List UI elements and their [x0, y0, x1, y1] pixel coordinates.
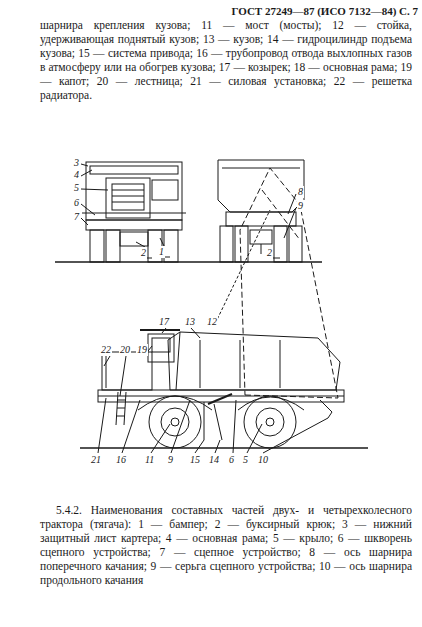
callout-number: 6: [73, 197, 80, 209]
callout-number: 3: [73, 157, 80, 169]
callout-number: 2: [140, 247, 147, 259]
callout-number: 22: [100, 344, 112, 356]
callout-number: 21: [90, 454, 102, 466]
callout-number: 17: [158, 316, 170, 328]
callout-number: 14: [208, 454, 220, 466]
callout-number: 16: [115, 454, 127, 466]
callout-number: 15: [189, 454, 201, 466]
callout-number: 5: [242, 454, 249, 466]
text-paragraph: 5.4.2. Наименования составных частей дву…: [40, 503, 412, 587]
callout-number: 5: [73, 182, 80, 194]
callout-number: 19: [136, 344, 148, 356]
callout-number: 1: [158, 246, 165, 258]
callout-number: 2: [266, 247, 273, 259]
callout-number: 4: [73, 169, 80, 181]
callout-number: 20: [119, 344, 131, 356]
text-paragraph: шарнира крепления кузова; 11 — мост (мос…: [40, 18, 412, 102]
callout-number: 12: [206, 316, 218, 328]
callout-number: 10: [257, 454, 269, 466]
callout-number: 13: [184, 316, 196, 328]
page-header: ГОСТ 27249—87 (ИСО 7132—84) С. 7: [231, 5, 418, 17]
callout-number: 9: [167, 454, 174, 466]
side-view: [80, 168, 368, 453]
callout-number: 7: [73, 211, 80, 223]
front-view: [55, 162, 200, 262]
callout-number: 11: [144, 454, 155, 466]
callout-number: 6: [228, 454, 235, 466]
rear-view: [200, 160, 322, 262]
callout-number: 9: [297, 200, 304, 212]
callout-number: 8: [297, 186, 304, 198]
